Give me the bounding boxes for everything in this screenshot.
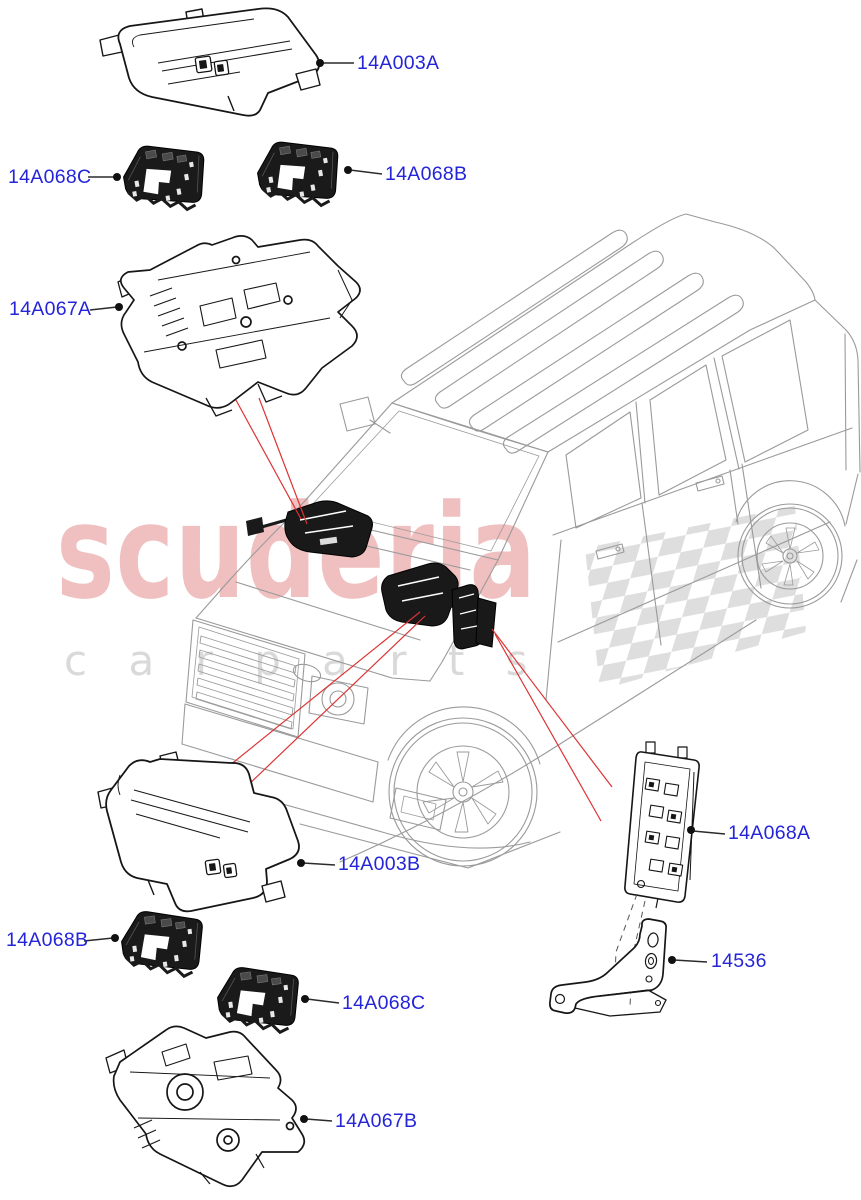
part-fusebox-top-left — [117, 135, 214, 221]
callout-leader-lines — [83, 59, 726, 1123]
callout-label-14A067A[interactable]: 14A067A — [9, 298, 92, 320]
callout-label-14A068B-bottom[interactable]: 14A068B — [6, 929, 89, 951]
callout-label-14536[interactable]: 14536 — [711, 950, 767, 972]
cover-symbol-icons — [194, 55, 230, 77]
part-fusebox-top-right — [251, 131, 348, 217]
cover-symbol-icons — [204, 858, 238, 879]
callout-label-14A068C-bottom[interactable]: 14A068C — [342, 992, 426, 1014]
part-fusebox-bottom-right — [212, 958, 307, 1042]
callout-label-14A068B-top[interactable]: 14A068B — [385, 163, 468, 185]
callout-label-14A067B[interactable]: 14A067B — [335, 1110, 418, 1132]
installed-modules — [246, 500, 497, 650]
part-fusebox-bottom-left — [116, 902, 211, 986]
callout-label-14A003B[interactable]: 14A003B — [338, 853, 421, 875]
callout-label-14A068A[interactable]: 14A068A — [728, 822, 811, 844]
part-tray-top — [117, 235, 361, 417]
callout-label-14A068C-top[interactable]: 14A068C — [8, 166, 92, 188]
watermark-subtitle-text: c a r p a r t s — [64, 636, 542, 685]
part-cover-top — [99, 7, 321, 117]
part-cover-bottom — [97, 751, 300, 913]
part-bracket — [549, 918, 667, 1017]
locator-lines — [218, 390, 613, 822]
callout-label-14A003A-top[interactable]: 14A003A — [357, 52, 440, 74]
part-fuse-panel-right — [624, 741, 700, 909]
part-tray-bottom — [105, 1025, 306, 1188]
vehicle-line-art — [181, 213, 861, 869]
watermark-checkered-flag — [585, 506, 806, 690]
